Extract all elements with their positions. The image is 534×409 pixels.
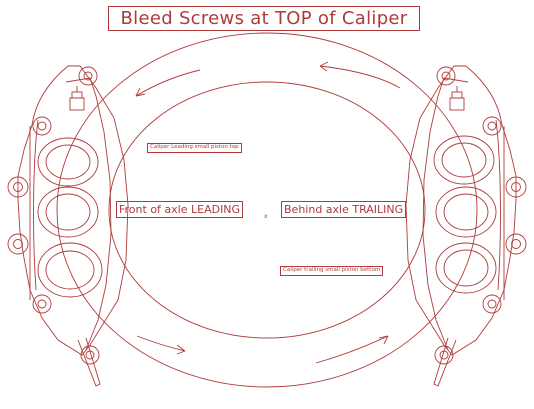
right-piston-top: [433, 135, 495, 185]
right-caliper: [405, 65, 527, 387]
diagram-title: Bleed Screws at TOP of Caliper: [108, 6, 420, 31]
caliper-trailing-note: Caliper trailing small piston bottom: [280, 266, 384, 276]
rotation-arrow-bottom-right: [315, 335, 389, 364]
left-piston-top: [37, 137, 99, 187]
rotation-arrow-top-left: [135, 69, 201, 97]
right-piston-bottom: [435, 242, 497, 294]
leading-label: Front of axle LEADING: [116, 201, 244, 218]
left-piston-bottom: [37, 242, 103, 298]
outer-circle: [56, 32, 478, 388]
rotation-arrow-top-right: [319, 61, 401, 89]
left-bleed-screw: [69, 86, 85, 111]
left-caliper: [7, 65, 129, 387]
inner-circle: [108, 81, 426, 339]
rotation-arrow-bottom-left: [136, 335, 186, 355]
right-piston-middle: [435, 186, 497, 238]
left-piston-middle: [37, 186, 99, 238]
caliper-leading-note: Caliper Leading small piston top: [147, 143, 242, 153]
right-bleed-screw: [449, 86, 465, 111]
center-mark: x: [264, 213, 268, 220]
trailing-label: Behind axle TRAILING: [281, 201, 407, 218]
